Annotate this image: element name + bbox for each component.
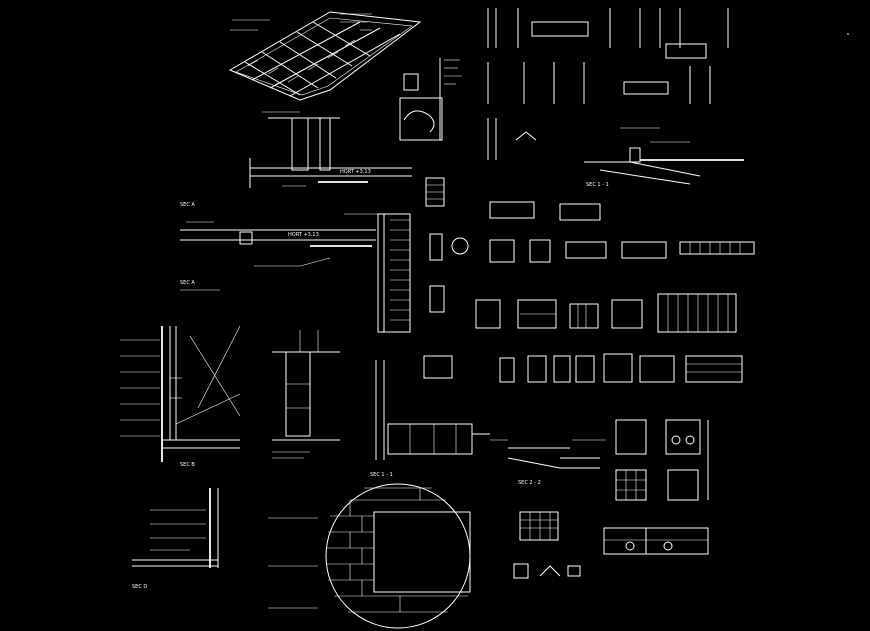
section-a-detail: SEC A HORT +3.13 SEC A [180, 202, 376, 291]
section-a-lower-title: SEC A [180, 280, 195, 286]
section-a-title: SEC A [180, 202, 195, 208]
section-a-level: HORT +3.13 [288, 232, 319, 238]
section-b-title: SEC B [180, 462, 195, 468]
section-d-detail: SEC D [132, 488, 219, 590]
gate-elevation-row-2 [429, 285, 737, 333]
window-frame-details-top [487, 8, 729, 160]
ramp-section-title: SEC 1 - 1 [586, 182, 609, 188]
section-d-title: SEC D [132, 584, 147, 590]
gutter-detail [399, 58, 462, 207]
door-elevation-row [423, 353, 743, 383]
bathroom-plan-details [615, 419, 709, 501]
tall-brick-wall [344, 213, 411, 333]
section-b-detail: SEC B [120, 325, 241, 468]
interior-elevation-details [513, 511, 709, 579]
ramp-section-detail: SEC 1 - 1 [584, 127, 744, 188]
roof-section-level: HORT +3.13 [340, 169, 371, 175]
section-c-column [272, 330, 340, 459]
gate-elevation-row-1 [429, 201, 755, 263]
section-2-detail: SEC 2 - 2 [490, 439, 606, 486]
isometric-roof-framing [228, 11, 422, 101]
section-2-title: SEC 2 - 2 [518, 480, 541, 486]
sheet-corner-mark [847, 33, 849, 35]
circular-brick-floor-plan [268, 483, 471, 629]
section-1-detail: SEC 1 - 1 [370, 360, 490, 478]
section-1-title: SEC 1 - 1 [370, 472, 393, 478]
roof-section-detail: HORT +3.13 [249, 111, 412, 188]
